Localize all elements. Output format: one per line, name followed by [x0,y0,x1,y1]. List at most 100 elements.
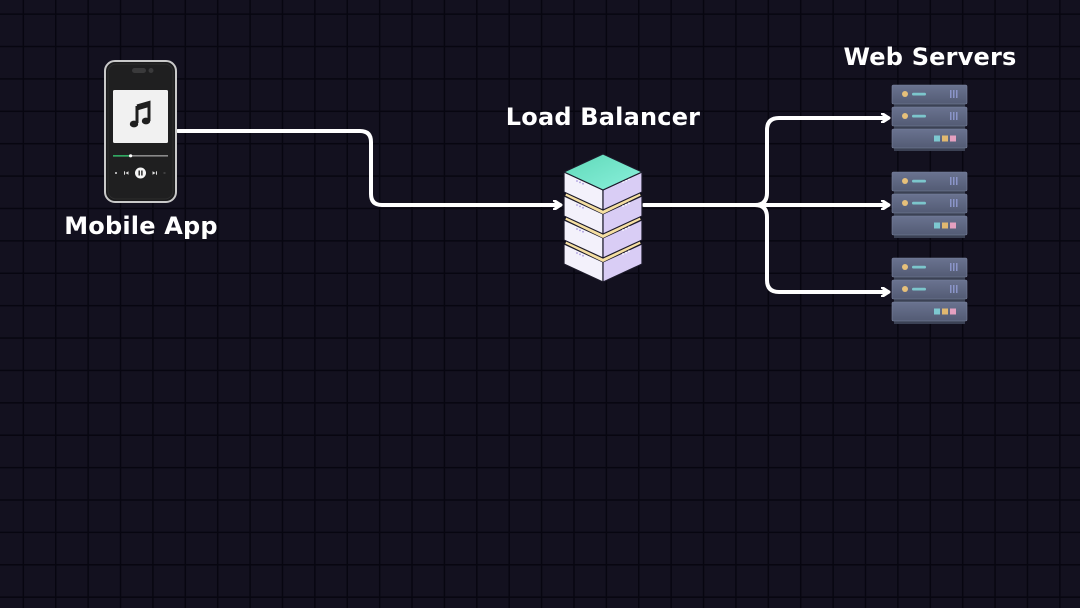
lb-layer [563,243,643,283]
lb-led [625,251,627,254]
server-unit [891,301,968,322]
vent-slot [956,285,958,293]
lb-led [625,227,627,230]
lb-led [579,253,581,256]
lb-led [579,205,581,208]
vent-slot [953,177,955,185]
vent-slot [950,90,952,98]
progress-knob[interactable] [129,154,133,158]
repeat-icon[interactable] [163,172,166,174]
smartphone-music-player-icon[interactable] [104,60,177,203]
lb-led [622,229,624,231]
indicator-chip [934,308,940,315]
album-art [113,90,168,143]
lb-top-face [563,153,643,191]
status-led [902,286,908,292]
server-unit [891,128,968,149]
lb-led [582,182,584,185]
edge-loadbalancer-to-server-1 [753,118,888,207]
lb-led [622,253,624,255]
drive-bar [912,92,926,96]
playback-progress-bar[interactable] [113,154,168,158]
server-unit [891,279,968,300]
drive-bar [912,287,926,291]
vent-slot [956,112,958,120]
server-shadow [894,189,965,194]
status-led [902,178,908,184]
server-unit [891,84,968,105]
server-rack-icon[interactable] [891,84,968,151]
server-shadow [894,297,965,302]
lb-led [628,226,630,229]
lb-led [576,252,578,254]
indicator-chip [950,222,956,229]
drive-bar [912,265,926,269]
server-stack-icon[interactable] [563,153,643,283]
status-led [902,113,908,119]
server-rack-icon[interactable] [891,171,968,238]
vent-slot [950,263,952,271]
vent-slot [953,90,955,98]
mobile-app-label: Mobile App [64,212,218,240]
server-unit [891,257,968,278]
server-unit [891,193,968,214]
player-controls [115,167,166,179]
lb-led [579,229,581,232]
indicator-chip [934,222,940,229]
server-unit [891,171,968,192]
drive-bar [912,201,926,205]
server-shadow [894,211,965,216]
connectors [176,118,888,292]
status-led [902,91,908,97]
server-unit [891,215,968,236]
indicator-chip [942,135,948,142]
indicator-chip [934,135,940,142]
lb-led [579,181,581,184]
lb-led [582,254,584,257]
edge-loadbalancer-to-server-3 [753,203,888,292]
lb-led [582,206,584,209]
lb-layer [563,171,643,214]
next-track-icon[interactable] [152,171,158,175]
shuffle-icon[interactable] [115,172,117,174]
vent-slot [950,199,952,207]
vent-slot [956,177,958,185]
server-shadow [894,233,965,238]
vent-slot [956,199,958,207]
lb-led [576,180,578,182]
lb-led [576,204,578,206]
vent-slot [953,199,955,207]
lb-led [628,250,630,253]
indicator-chip [942,222,948,229]
server-shadow [894,275,965,280]
lb-layer [563,195,643,238]
lb-led [582,230,584,233]
server-rack-icon[interactable] [891,257,968,324]
indicator-chip [942,308,948,315]
music-note-icon [129,100,151,128]
vent-slot [953,263,955,271]
web-servers-group [891,84,968,324]
progress-fill [113,155,131,157]
lb-layer [563,219,643,262]
indicator-chip [950,308,956,315]
lb-led [576,228,578,230]
vent-slot [950,285,952,293]
load-balancer-label: Load Balancer [505,103,701,131]
server-shadow [894,146,965,151]
server-shadow [894,102,965,107]
previous-track-icon[interactable] [124,171,129,175]
vent-slot [950,112,952,120]
lb-led [622,205,624,207]
lb-ring-yellow [565,216,641,238]
edge-mobile-to-loadbalancer [176,129,560,205]
lb-ring-yellow [565,192,641,214]
phone-dynamic-island [132,68,146,73]
vent-slot [956,263,958,271]
web-servers-label: Web Servers [843,43,1017,71]
lb-led [628,202,630,205]
pause-button[interactable] [135,167,146,179]
drive-bar [912,114,926,118]
server-shadow [894,319,965,324]
